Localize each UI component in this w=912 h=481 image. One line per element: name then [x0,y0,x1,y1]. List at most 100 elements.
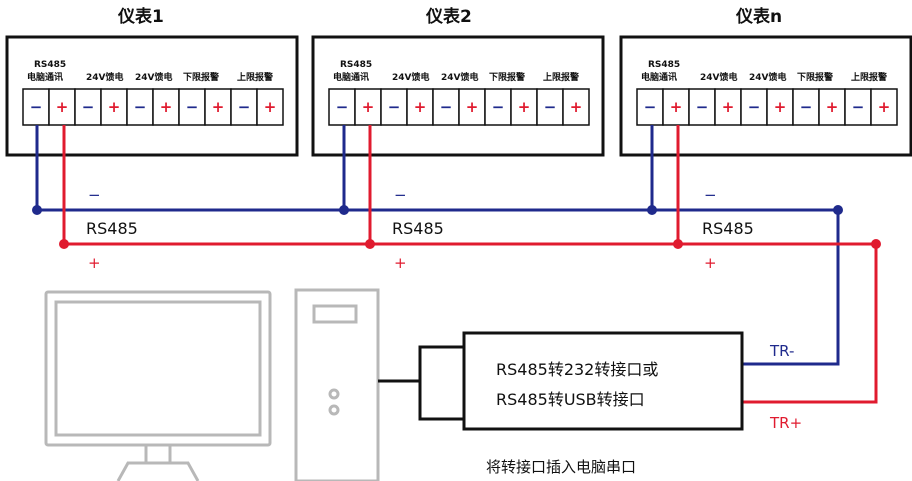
terminal-pos: + [212,98,225,116]
pos-to-converter [742,244,878,404]
terminal-cell [870,88,898,126]
terminal-cell [204,88,232,126]
terminal-cell [100,88,128,126]
terminal-cell [230,88,258,126]
terminal-pos: + [722,98,735,116]
terminal-pos: + [878,98,891,116]
rs485-label: RS485 [648,60,680,70]
terminal-group-label: 电脑通讯 [333,71,369,83]
bus-pos-sign-3: + [704,254,717,272]
bus-wires [32,125,881,404]
converter-line1: RS485转232转接口或 [496,360,658,379]
terminal-pos: + [826,98,839,116]
terminal-group-label: 电脑通讯 [27,71,63,83]
terminal-group-label: 电脑通讯 [641,71,677,83]
tr-pos-label: TR+ [769,414,802,432]
instrument-title: 仪表n [735,6,782,27]
pc-tower-icon [294,288,380,481]
terminal-group-label: 上限报警 [851,71,887,83]
terminal-neg: − [186,98,199,116]
terminal-pos: + [108,98,121,116]
terminal-neg: − [238,98,251,116]
terminal-cell [562,88,590,126]
terminal-group-label: 下限报警 [489,71,525,83]
terminal-neg: − [696,98,709,116]
rs485-label: RS485 [34,60,66,70]
terminal-cell [714,88,742,126]
terminal-cell [178,88,206,126]
terminal-neg: − [852,98,865,116]
pos-junction-dot [673,239,683,249]
terminal-pos: + [774,98,787,116]
connector-plug-icon [418,345,466,421]
caption: 将转接口插入电脑串口 [486,458,636,476]
pos-junction-dot [871,239,881,249]
neg-junction-dot [647,205,657,215]
terminal-group-label: 上限报警 [237,71,273,83]
terminal-cell [432,88,460,126]
terminal-cell [818,88,846,126]
terminal-group-label: 下限报警 [183,71,219,83]
terminal-cell [354,88,382,126]
terminal-pos: + [414,98,427,116]
terminal-cell [662,88,690,126]
terminal-neg: − [82,98,95,116]
terminal-neg: − [134,98,147,116]
bus-neg-sign-3: − [704,186,717,204]
terminal-group-label: 24V馈电 [86,71,124,83]
rs485-label: RS485 [340,60,372,70]
neg-junction-dot [339,205,349,215]
terminal-pos: + [56,98,69,116]
neg-junction-dot [833,205,843,215]
terminal-neg: − [440,98,453,116]
bus-labels: − RS485 + − RS485 + − RS485 + [86,186,754,272]
terminal-pos: + [160,98,173,116]
terminal-neg: − [336,98,349,116]
terminal-group-label: 上限报警 [543,71,579,83]
bus-pos-sign-2: + [394,254,407,272]
terminal-cell [766,88,794,126]
terminal-neg: − [544,98,557,116]
instrument-title: 仪表2 [425,6,472,27]
neg-to-converter [742,210,840,366]
bus-pos-sign-1: + [88,254,101,272]
terminal-cell [328,88,356,126]
bus-neg-sign-1: − [88,186,101,204]
monitor-icon [44,290,272,481]
terminal-cell [256,88,284,126]
terminal-group-label: 24V馈电 [441,71,479,83]
terminal-cell [510,88,538,126]
terminal-pos: + [570,98,583,116]
bus-label-3: RS485 [702,219,754,238]
terminal-group-label: 24V馈电 [700,71,738,83]
terminal-group-label: 24V馈电 [135,71,173,83]
converter-box [462,331,744,431]
terminal-cell [484,88,512,126]
terminal-neg: − [644,98,657,116]
terminal-pos: + [362,98,375,116]
terminal-cell [740,88,768,126]
terminal-neg: − [800,98,813,116]
bus-label-2: RS485 [392,219,444,238]
terminal-neg: − [388,98,401,116]
terminal-pos: + [670,98,683,116]
terminal-neg: − [30,98,43,116]
terminal-group-label: 下限报警 [797,71,833,83]
bus-label-1: RS485 [86,219,138,238]
tr-neg-label: TR- [769,342,794,360]
bus-neg-sign-2: − [394,186,407,204]
terminal-cell [406,88,434,126]
terminal-pos: + [518,98,531,116]
terminal-neg: − [492,98,505,116]
terminal-cell [48,88,76,126]
terminal-pos: + [264,98,277,116]
neg-junction-dot [32,205,42,215]
terminal-group-label: 24V馈电 [749,71,787,83]
terminal-pos: + [466,98,479,116]
terminal-cell [152,88,180,126]
terminal-cell [536,88,564,126]
